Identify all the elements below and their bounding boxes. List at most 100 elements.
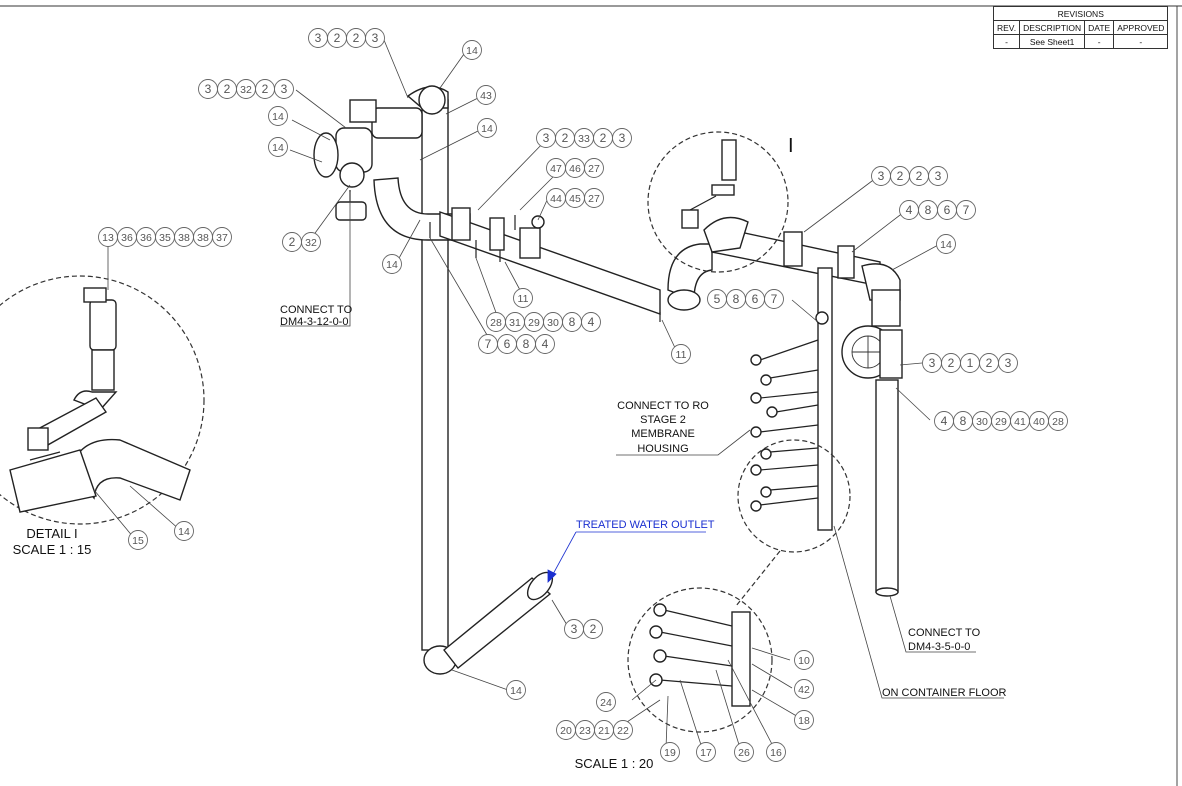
balloon-group: 14	[174, 521, 194, 541]
balloon-circle	[613, 720, 633, 740]
balloon-group: 26	[734, 742, 754, 762]
balloon-group: 14	[382, 254, 402, 274]
balloon-circle	[794, 679, 814, 699]
balloon-number: 3	[372, 31, 379, 45]
balloon-circle	[506, 680, 526, 700]
balloon-number: 4	[542, 337, 549, 351]
main-scale: SCALE 1 : 20	[575, 756, 654, 771]
balloon-number: 8	[960, 414, 967, 428]
revisions-header-cell: DATE	[1084, 20, 1115, 35]
balloon-number: 32	[305, 237, 317, 249]
balloon-number: 24	[600, 697, 612, 709]
balloon-number: 47	[550, 163, 562, 175]
balloon-circle	[734, 742, 754, 762]
main-piping	[313, 85, 903, 675]
note-line: CONNECT TO	[280, 304, 353, 316]
balloon-number: 8	[569, 315, 576, 329]
balloon-number: 43	[480, 90, 492, 102]
balloon-number: 3	[878, 169, 885, 183]
balloon-number: 40	[1033, 416, 1045, 428]
balloon-circle	[477, 118, 497, 138]
balloon-number: 18	[798, 715, 810, 727]
balloon-group: 11	[513, 288, 533, 308]
detail-scale: SCALE 1 : 15	[13, 542, 92, 557]
balloon-number: 36	[140, 232, 152, 244]
balloon-group: 2 32	[282, 232, 321, 252]
leader-lines	[93, 39, 1004, 749]
balloon-circle	[696, 742, 716, 762]
note-treated-water-outlet: TREATED WATER OUTLET	[576, 519, 715, 531]
balloon-number: 28	[1052, 416, 1064, 428]
revisions-cell: -	[992, 34, 1021, 49]
balloon-number: 10	[798, 655, 810, 667]
balloon-number: 13	[102, 232, 114, 244]
note-line: MEMBRANE	[631, 428, 695, 440]
balloon-circle	[274, 79, 294, 99]
balloon-number: 2	[289, 235, 296, 249]
balloon-number: 3	[281, 82, 288, 96]
balloon-number: 22	[617, 725, 629, 737]
flange-top-right	[783, 231, 803, 267]
balloon-number: 1	[967, 356, 974, 370]
balloon-number: 2	[353, 31, 360, 45]
note-line: DM4-3-5-0-0	[908, 641, 970, 653]
balloon-circle	[956, 200, 976, 220]
balloon-number: 2	[334, 31, 341, 45]
flange-2	[489, 217, 505, 251]
balloon-circle	[596, 692, 616, 712]
balloon-number: 2	[590, 622, 597, 636]
balloon-group: 14	[936, 234, 956, 254]
balloon-number: 35	[159, 232, 171, 244]
balloon-circle	[1048, 411, 1068, 431]
balloon-number: 26	[738, 747, 750, 759]
balloon-circle	[212, 227, 232, 247]
balloon-number: 8	[733, 292, 740, 306]
sample-manifold	[817, 267, 833, 531]
note-line: STAGE 2	[640, 414, 686, 426]
balloon-group: 19	[660, 742, 680, 762]
balloon-group: 18	[794, 710, 814, 730]
balloon-group: 24	[596, 692, 616, 712]
balloon-circle	[766, 742, 786, 762]
revisions-title: REVISIONS	[992, 6, 1169, 21]
revisions-header-cell: REV.	[992, 20, 1021, 35]
balloon-number: 15	[132, 535, 144, 547]
balloon-number: 3	[935, 169, 942, 183]
balloon-group: 42	[794, 679, 814, 699]
balloon-group: 43	[476, 85, 496, 105]
balloon-number: 11	[518, 293, 529, 305]
actuator-lower	[335, 201, 367, 221]
note-connect-dm4-3-5: CONNECT TO DM4-3-5-0-0	[908, 627, 981, 653]
balloon-number: 46	[569, 163, 581, 175]
balloon-circle	[128, 530, 148, 550]
detail-marker: I	[788, 135, 794, 157]
sample-valves	[750, 311, 829, 512]
balloon-number: 32	[240, 84, 252, 96]
balloon-group: 15	[128, 530, 148, 550]
balloon-circle	[671, 344, 691, 364]
balloon-number: 4	[906, 203, 913, 217]
balloon-number: 14	[466, 45, 478, 57]
balloon-circle	[936, 234, 956, 254]
balloon-circle	[174, 521, 194, 541]
balloon-number: 14	[272, 142, 284, 154]
balloon-circle	[584, 158, 604, 178]
note-on-container-floor: ON CONTAINER FLOOR	[882, 687, 1007, 699]
balloon-circle	[764, 289, 784, 309]
balloon-number: 33	[578, 133, 590, 145]
balloon-circle	[513, 288, 533, 308]
balloon-number: 7	[771, 292, 778, 306]
balloon-number: 14	[178, 526, 190, 538]
vertical-pipe-left	[421, 99, 449, 651]
revisions-table: REVISIONS REV. DESCRIPTION DATE APPROVED…	[992, 6, 1169, 49]
revisions-header-cell: APPROVED	[1113, 20, 1169, 35]
balloon-number: 29	[528, 317, 540, 329]
balloon-number: 42	[798, 684, 810, 696]
balloon-circle	[660, 742, 680, 762]
